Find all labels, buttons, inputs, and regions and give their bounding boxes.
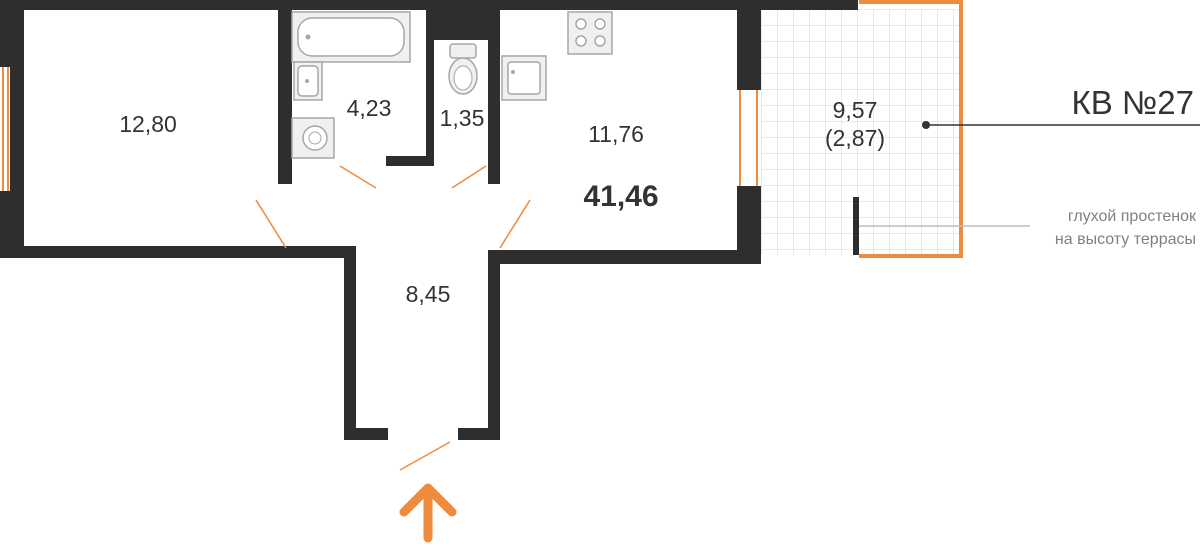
toilet-icon xyxy=(448,43,478,95)
room-area-kitchen: 11,76 xyxy=(588,121,644,147)
room-area-wc: 1,35 xyxy=(440,105,485,131)
note-line-2: на высоту террасы xyxy=(1055,231,1196,248)
terrace-floor xyxy=(761,9,959,255)
window-kitchen xyxy=(737,90,761,186)
washbasin-icon xyxy=(293,61,323,101)
room-area-terrace: 9,57 xyxy=(833,97,878,123)
sink-icon xyxy=(501,55,547,101)
room-area-hall: 8,45 xyxy=(406,281,451,307)
entrance-arrow-icon xyxy=(399,483,457,543)
note-line-1: глухой простенок xyxy=(1068,208,1197,225)
terrace-outline xyxy=(859,0,963,258)
room-area-terrace-reduced: (2,87) xyxy=(825,125,885,151)
apartment-label: КВ №27 xyxy=(1071,84,1194,121)
window-left xyxy=(0,67,10,191)
walls xyxy=(0,0,859,440)
total-area: 41,46 xyxy=(583,180,658,213)
room-area-living: 12,80 xyxy=(119,111,177,137)
washing-machine-icon xyxy=(291,117,335,159)
apartment-marker xyxy=(922,121,1200,129)
room-area-bathroom: 4,23 xyxy=(347,95,392,121)
door-swings xyxy=(255,165,531,471)
stove-icon xyxy=(567,11,613,55)
bathtub-icon xyxy=(291,11,411,63)
